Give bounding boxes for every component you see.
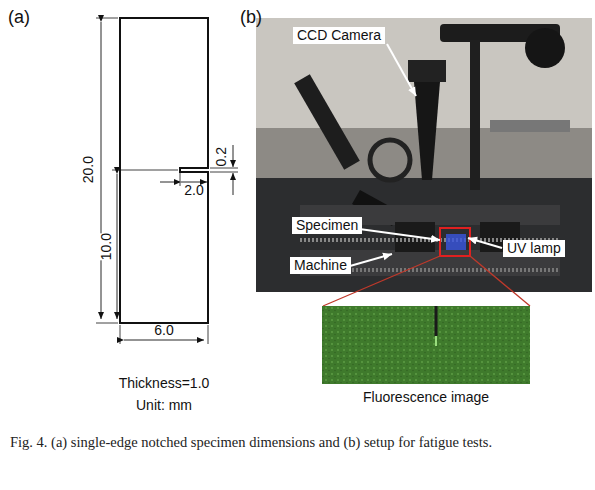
dimension-label: Unit: mm <box>136 398 192 413</box>
panel-label: (a) <box>8 8 30 28</box>
dimension-label: 20.0 <box>81 156 96 183</box>
figure-caption: Fig. 4. (a) single-edge notched specimen… <box>10 432 585 454</box>
setup-photo <box>256 18 592 306</box>
part-label: UV lamp <box>503 240 565 257</box>
dimension-label: Thickness=1.0 <box>119 376 210 391</box>
dimension-label: 0.2 <box>214 147 229 166</box>
panel-label: (b) <box>240 8 262 28</box>
dimension-label: 10.0 <box>99 233 114 260</box>
specimen-drawing <box>96 18 238 344</box>
dimension-label: 2.0 <box>184 183 203 198</box>
dimension-label: 6.0 <box>154 323 173 338</box>
part-label: Machine <box>290 257 351 274</box>
dimension-label: Fluorescence image <box>363 390 489 405</box>
fluorescence-inset <box>322 306 530 384</box>
part-label: CCD Camera <box>293 27 385 44</box>
part-label: Specimen <box>292 217 362 234</box>
